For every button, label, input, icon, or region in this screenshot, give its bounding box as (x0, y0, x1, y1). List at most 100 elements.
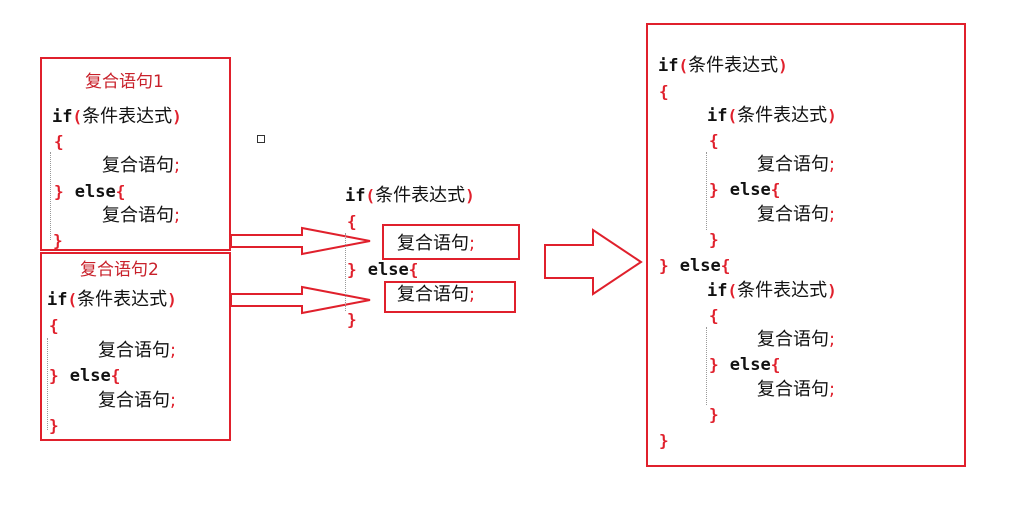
box1-close-brace: } (53, 231, 63, 250)
box2-if-line: if(条件表达式) (47, 291, 177, 309)
close-paren: ) (465, 186, 475, 205)
statement-text: 复合语句 (102, 155, 174, 176)
box2-close-brace: } (49, 416, 59, 435)
result-inner2-if-line: if(条件表达式) (707, 282, 837, 300)
else-keyword: else (69, 366, 111, 386)
result-inner2-open-brace: { (709, 306, 719, 325)
result-inner1-stmt-else: 复合语句; (757, 206, 835, 224)
semicolon: ; (829, 154, 836, 175)
semicolon: ; (829, 204, 836, 225)
close-brace: } (347, 260, 357, 279)
semicolon: ; (174, 205, 181, 226)
else-keyword: else (729, 355, 771, 375)
nested-result-box (646, 23, 966, 467)
statement-text: 复合语句 (98, 340, 170, 361)
middle-stmt-else: 复合语句; (397, 286, 475, 304)
semicolon: ; (829, 379, 836, 400)
semicolon: ; (170, 390, 177, 411)
compound-statement-2-label: 复合语句2 (80, 260, 159, 280)
statement-text: 复合语句 (98, 390, 170, 411)
open-brace: { (720, 256, 731, 275)
else-keyword: else (367, 260, 409, 280)
result-inner1-open-brace: { (709, 131, 719, 150)
open-paren: ( (727, 106, 738, 125)
middle-if-line: if(条件表达式) (345, 187, 475, 205)
result-inner2-indent-guide (706, 327, 707, 405)
box2-stmt-else: 复合语句; (98, 392, 176, 410)
if-keyword: if (658, 56, 679, 76)
result-inner1-indent-guide (706, 152, 707, 230)
open-brace: { (770, 355, 781, 374)
statement-text: 复合语句 (757, 329, 829, 350)
close-brace: } (709, 180, 719, 199)
middle-close-brace: } (347, 310, 357, 329)
if-keyword: if (707, 281, 728, 301)
result-outer-open-brace: { (659, 82, 669, 101)
middle-indent-guide (345, 233, 346, 311)
open-paren: ( (67, 290, 78, 309)
statement-text: 复合语句 (757, 154, 829, 175)
close-paren: ) (167, 290, 177, 309)
condition-text: 条件表达式 (688, 55, 779, 76)
close-brace: } (709, 355, 719, 374)
open-brace: { (408, 260, 419, 279)
close-brace: } (49, 366, 59, 385)
compound-statement-2-box (40, 252, 231, 441)
semicolon: ; (170, 340, 177, 361)
statement-text: 复合语句 (397, 284, 469, 305)
close-paren: ) (172, 107, 182, 126)
open-paren: ( (678, 56, 689, 75)
condition-text: 条件表达式 (737, 280, 828, 301)
result-outer-close-brace: } (659, 431, 669, 450)
if-keyword: if (345, 186, 366, 206)
semicolon: ; (469, 284, 476, 305)
semicolon: ; (174, 155, 181, 176)
open-paren: ( (365, 186, 376, 205)
result-inner1-stmt-if: 复合语句; (757, 156, 835, 174)
box1-if-line: if(条件表达式) (52, 108, 182, 126)
box2-indent-guide (47, 338, 48, 430)
condition-text: 条件表达式 (737, 105, 828, 126)
arrow-box1-to-stmt1 (230, 226, 371, 256)
result-inner2-stmt-else: 复合语句; (757, 381, 835, 399)
open-paren: ( (72, 107, 83, 126)
statement-text: 复合语句 (757, 204, 829, 225)
result-inner1-if-line: if(条件表达式) (707, 107, 837, 125)
statement-text: 复合语句 (757, 379, 829, 400)
statement-2-box (384, 281, 516, 313)
result-inner2-stmt-if: 复合语句; (757, 331, 835, 349)
box1-else-line: } else{ (54, 184, 125, 201)
result-inner2-close-brace: } (709, 405, 719, 424)
arrow-to-result (544, 228, 643, 296)
result-outer-else-line: } else{ (659, 258, 730, 275)
condition-text: 条件表达式 (77, 289, 168, 310)
box2-open-brace: { (49, 316, 59, 335)
middle-open-brace: { (347, 212, 357, 231)
box2-else-line: } else{ (49, 368, 120, 385)
box1-stmt-else: 复合语句; (102, 207, 180, 225)
statement-text: 复合语句 (397, 233, 469, 254)
close-paren: ) (778, 56, 788, 75)
box1-open-brace: { (54, 132, 64, 151)
close-brace: } (54, 182, 64, 201)
compound-statement-1-label: 复合语句1 (85, 72, 164, 92)
selection-handle[interactable] (257, 135, 265, 143)
open-paren: ( (727, 281, 738, 300)
middle-else-line: } else{ (347, 262, 418, 279)
open-brace: { (115, 182, 126, 201)
arrow-box2-to-stmt2 (230, 285, 371, 315)
middle-stmt-if: 复合语句; (397, 235, 475, 253)
statement-1-box (382, 224, 520, 260)
open-brace: { (110, 366, 121, 385)
else-keyword: else (74, 182, 116, 202)
result-outer-if-line: if(条件表达式) (658, 57, 788, 75)
statement-text: 复合语句 (102, 205, 174, 226)
semicolon: ; (469, 233, 476, 254)
box1-indent-guide (50, 152, 51, 240)
result-inner1-else-line: } else{ (709, 182, 780, 199)
semicolon: ; (829, 329, 836, 350)
if-keyword: if (707, 106, 728, 126)
box2-stmt-if: 复合语句; (98, 342, 176, 360)
open-brace: { (770, 180, 781, 199)
if-keyword: if (52, 107, 73, 127)
